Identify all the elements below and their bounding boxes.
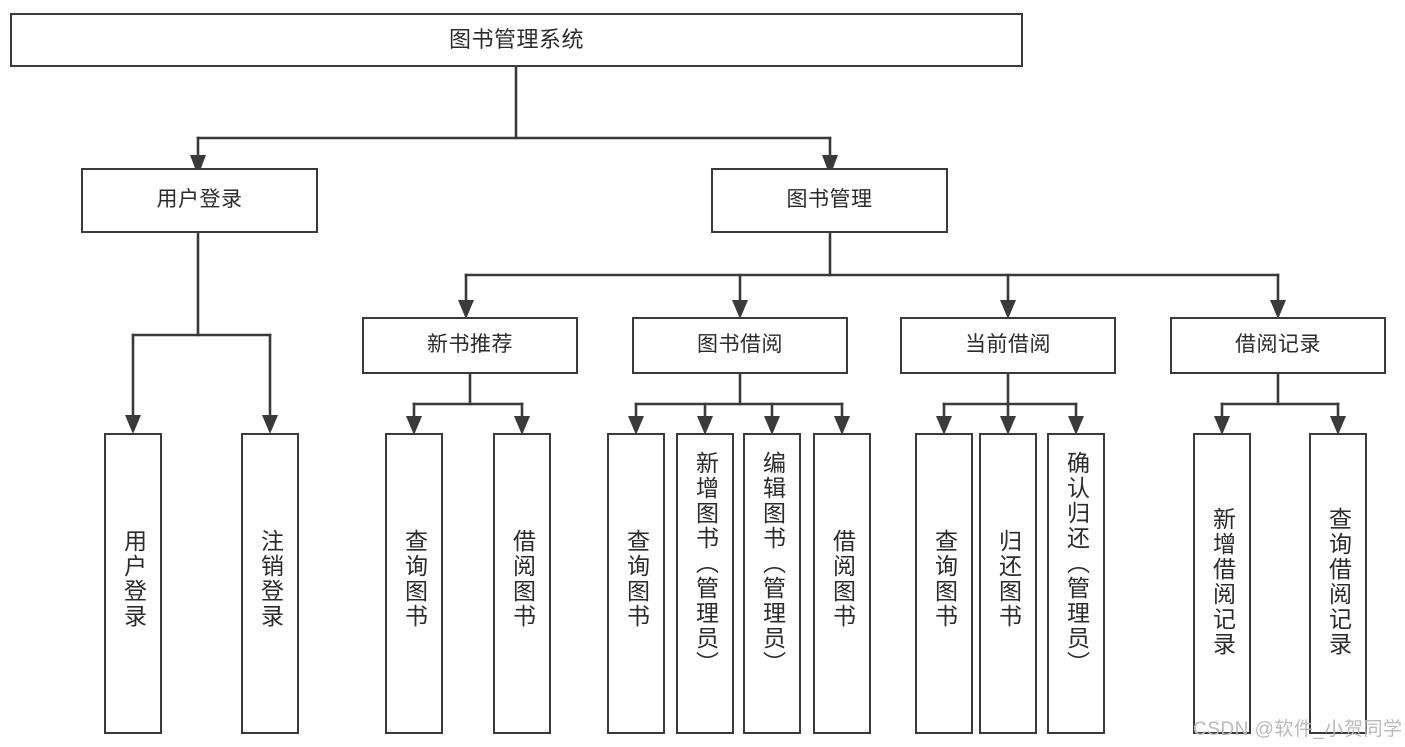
node-book-borrow-label: 图书借阅 xyxy=(697,333,783,357)
node-leaf-add-record-label: 新增借阅记录 xyxy=(1209,507,1236,657)
node-leaf-query-record-label: 查询借阅记录 xyxy=(1325,507,1352,657)
node-leaf-user-login[interactable]: 用户登录 xyxy=(104,433,162,734)
node-leaf-borrow-book-1[interactable]: 借阅图书 xyxy=(493,433,551,734)
node-book-manage[interactable]: 图书管理 xyxy=(711,168,948,233)
node-book-manage-label: 图书管理 xyxy=(786,188,873,212)
node-user-login[interactable]: 用户登录 xyxy=(81,168,318,233)
node-user-login-label: 用户登录 xyxy=(156,188,243,212)
node-leaf-logout-label: 注销登录 xyxy=(257,529,284,629)
node-leaf-add-book[interactable]: 新增图书（管理员） xyxy=(676,433,734,734)
node-leaf-add-book-label: 新增图书（管理员） xyxy=(692,451,719,676)
node-new-book-recommend[interactable]: 新书推荐 xyxy=(362,317,578,374)
node-leaf-return-book[interactable]: 归还图书 xyxy=(979,433,1037,734)
node-leaf-query-book-3[interactable]: 查询图书 xyxy=(915,433,973,734)
node-leaf-query-book-1[interactable]: 查询图书 xyxy=(385,433,443,734)
node-leaf-query-record[interactable]: 查询借阅记录 xyxy=(1309,433,1367,734)
node-root-label: 图书管理系统 xyxy=(448,27,584,53)
node-leaf-borrow-book-2-label: 借阅图书 xyxy=(829,529,856,629)
node-leaf-confirm-return[interactable]: 确认归还（管理员） xyxy=(1047,433,1105,734)
csdn-watermark: CSDN @软件_小贺同学 xyxy=(1193,719,1403,740)
node-borrow-record-label: 借阅记录 xyxy=(1235,333,1321,357)
node-leaf-edit-book-label: 编辑图书（管理员） xyxy=(759,451,786,676)
node-leaf-borrow-book-2[interactable]: 借阅图书 xyxy=(813,433,871,734)
node-leaf-return-book-label: 归还图书 xyxy=(995,529,1022,629)
node-leaf-logout[interactable]: 注销登录 xyxy=(241,433,299,734)
node-new-book-recommend-label: 新书推荐 xyxy=(427,333,513,357)
node-leaf-confirm-return-label: 确认归还（管理员） xyxy=(1063,451,1090,676)
node-leaf-edit-book[interactable]: 编辑图书（管理员） xyxy=(743,433,801,734)
node-leaf-borrow-book-1-label: 借阅图书 xyxy=(509,529,536,629)
node-leaf-query-book-2[interactable]: 查询图书 xyxy=(607,433,665,734)
node-root[interactable]: 图书管理系统 xyxy=(10,13,1023,67)
node-leaf-query-book-1-label: 查询图书 xyxy=(401,529,428,629)
node-leaf-add-record[interactable]: 新增借阅记录 xyxy=(1193,433,1251,734)
node-leaf-query-book-2-label: 查询图书 xyxy=(623,529,650,629)
node-current-borrow[interactable]: 当前借阅 xyxy=(900,317,1116,374)
node-book-borrow[interactable]: 图书借阅 xyxy=(632,317,848,374)
node-leaf-query-book-3-label: 查询图书 xyxy=(931,529,958,629)
node-leaf-user-login-label: 用户登录 xyxy=(120,529,147,629)
node-current-borrow-label: 当前借阅 xyxy=(965,333,1051,357)
node-borrow-record[interactable]: 借阅记录 xyxy=(1170,317,1386,374)
